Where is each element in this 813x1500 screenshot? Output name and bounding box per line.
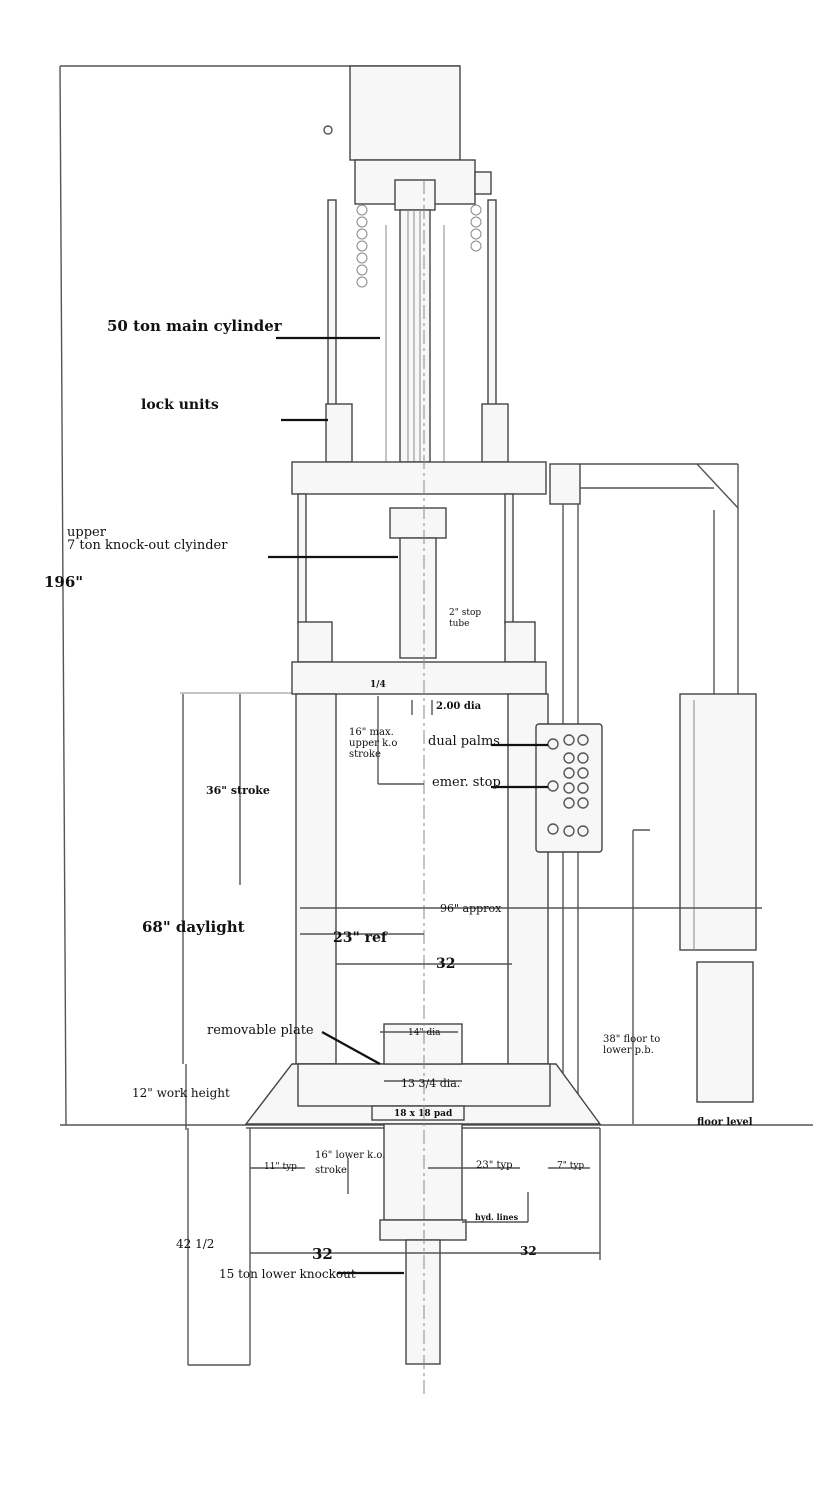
between-posts-label: 32 xyxy=(436,956,455,972)
bolster-dia-label: 13 3/4 dia. xyxy=(401,1077,460,1090)
main-cylinder-label: 50 ton main cylinder xyxy=(107,317,283,335)
pit-depth-label: 42 1/2 xyxy=(176,1237,214,1251)
stop-tube-label-line2: tube xyxy=(449,619,470,629)
lower-stroke-label-line1: 16" lower k.o. xyxy=(315,1150,385,1161)
slide xyxy=(291,661,549,1065)
electrical-cabinet xyxy=(679,693,757,1103)
stop-tube-label-line1: 2" stop xyxy=(449,608,481,618)
overall-height-label: 196" xyxy=(44,573,83,591)
floor-to-pb-label-line2: lower p.b. xyxy=(603,1045,654,1056)
upper-crown xyxy=(291,461,547,663)
upper-ko-label-line2: 7 ton knock-out clyinder xyxy=(67,538,228,553)
stroke-label: 36" stroke xyxy=(206,784,270,797)
pit-left-label: 32 xyxy=(312,1245,333,1263)
plate-dia-label: 14" dia xyxy=(408,1028,441,1038)
floor-to-pb-label-line1: 38" floor to xyxy=(603,1034,660,1045)
foundation-pit xyxy=(187,1123,601,1366)
part-balloons xyxy=(356,204,482,288)
upper-stroke-label-line2: upper k.o xyxy=(349,738,397,749)
bolster xyxy=(244,1023,602,1125)
removable-plate-label: removable plate xyxy=(207,1023,314,1038)
upper-ko-label-line1: upper xyxy=(67,525,107,540)
main-cylinder-assembly xyxy=(323,65,492,463)
work-height-label: 12" work height xyxy=(132,1086,230,1100)
tie-rods-upper xyxy=(325,199,509,463)
leader-lines xyxy=(268,336,548,1275)
left-typ-label: 11" typ xyxy=(264,1162,297,1172)
pit-right-label: 32 xyxy=(520,1244,537,1258)
dimension-lines xyxy=(182,694,762,1254)
ref-label: 23" ref xyxy=(333,930,388,946)
width-approx-label: 96" approx xyxy=(440,902,502,915)
hyd-lines-label: hyd. lines xyxy=(475,1212,519,1222)
rod-dia-label: 2.00 dia xyxy=(436,701,482,712)
daylight-label: 68" daylight xyxy=(142,918,245,936)
right-typ-label: 7" typ xyxy=(557,1161,584,1171)
center-typ-label: 23" typ xyxy=(476,1160,513,1171)
upper-stroke-label-line3: stroke xyxy=(349,749,381,760)
emer-stop-label: emer. stop xyxy=(432,775,501,790)
lock-units-label: lock units xyxy=(141,397,219,413)
pad-label: 18 x 18 pad xyxy=(394,1109,453,1119)
dual-palms-label: dual palms xyxy=(428,734,500,749)
upper-stroke-label-line1: 16" max. xyxy=(349,727,394,738)
floor-level-label: floor level xyxy=(697,1117,753,1128)
lower-stroke-label-line2: stroke xyxy=(315,1165,347,1176)
quarter-label: 1/4 xyxy=(370,680,386,690)
lower-ko-label: 15 ton lower knockout xyxy=(219,1267,356,1281)
